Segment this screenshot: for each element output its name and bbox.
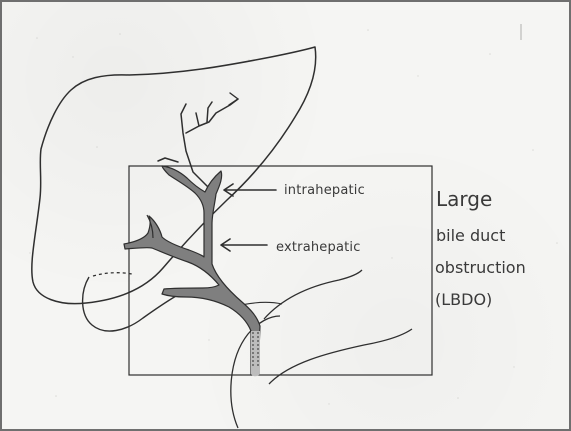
extrahepatic-label: extrahepatic [276, 240, 361, 255]
paper-speckles [29, 29, 558, 404]
dashed-liver-boundary [93, 273, 132, 276]
shaded-duct-main [124, 166, 260, 375]
title-line-3: obstruction [435, 258, 526, 277]
title-line-2: bile duct [436, 226, 505, 245]
duodenum-right [264, 270, 362, 319]
extrahepatic-arrow [221, 239, 267, 251]
intrahepatic-label: intrahepatic [284, 183, 365, 198]
duodenum-lower [269, 329, 412, 384]
zoom-box [129, 166, 432, 375]
intrahepatic-arrow [224, 184, 276, 196]
lower-bile-duct [251, 331, 260, 376]
title-line-4: (LBDO) [435, 290, 492, 309]
title-line-1: Large [436, 187, 492, 211]
